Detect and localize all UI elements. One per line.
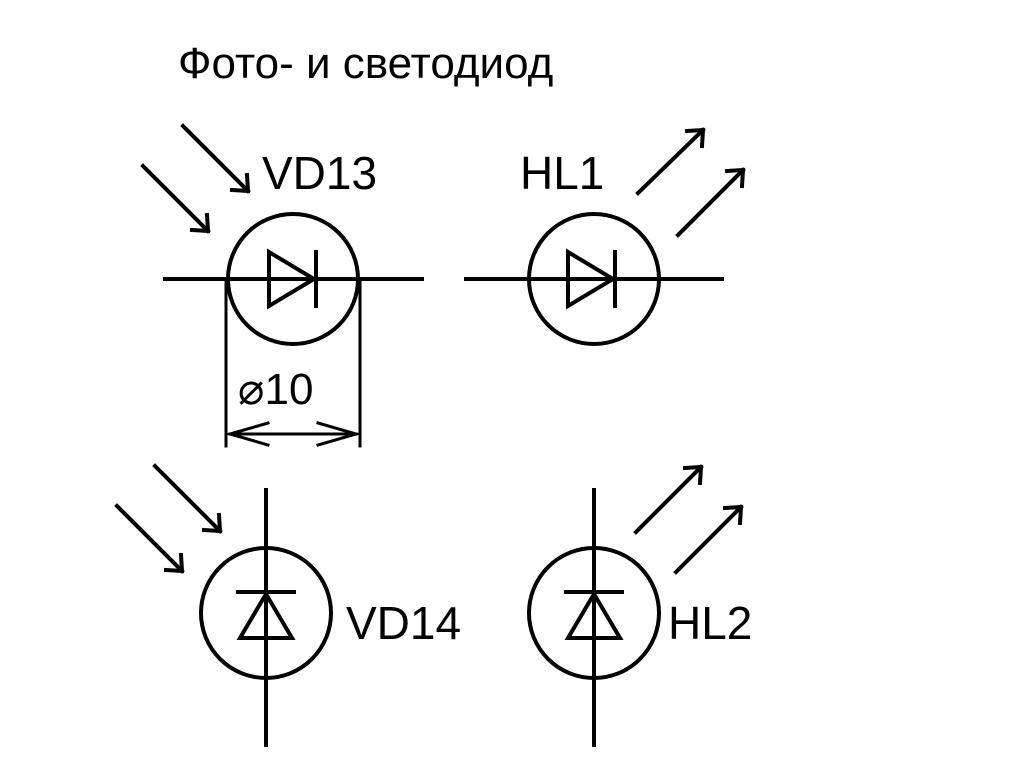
vd13-body-circle (226, 212, 360, 346)
diagram-title: Фото- и светодиод (178, 39, 554, 88)
vd14-incoming-light-arrows (114, 463, 223, 574)
hl1-outgoing-light-arrows (635, 127, 746, 238)
hl2-outgoing-light-arrows (633, 464, 744, 575)
diameter-dimension-label: ⌀10 (238, 365, 314, 414)
vd13-diode-triangle (267, 248, 318, 310)
vd14-diode-triangle (236, 590, 296, 640)
hl1-reference-label: HL1 (520, 147, 605, 199)
dimension-arrowhead-right (316, 421, 362, 447)
photodiode-vd14-symbol (114, 463, 333, 747)
vd14-reference-label: VD14 (346, 597, 462, 649)
diameter-dimension (224, 277, 362, 448)
vd13-incoming-light-arrows (140, 123, 251, 234)
dimension-arrowhead-left (224, 421, 270, 447)
led-hl2-symbol (527, 464, 744, 747)
vd13-reference-label: VD13 (262, 147, 378, 199)
hl2-diode-triangle (564, 590, 624, 640)
hl2-reference-label: HL2 (668, 597, 753, 649)
photodiode-vd13-symbol (140, 123, 424, 346)
led-hl1-symbol (464, 127, 746, 346)
hl1-diode-triangle (566, 248, 617, 310)
vd14-body-circle (199, 546, 333, 680)
hl1-body-circle (527, 212, 661, 346)
hl2-body-circle (527, 546, 661, 680)
